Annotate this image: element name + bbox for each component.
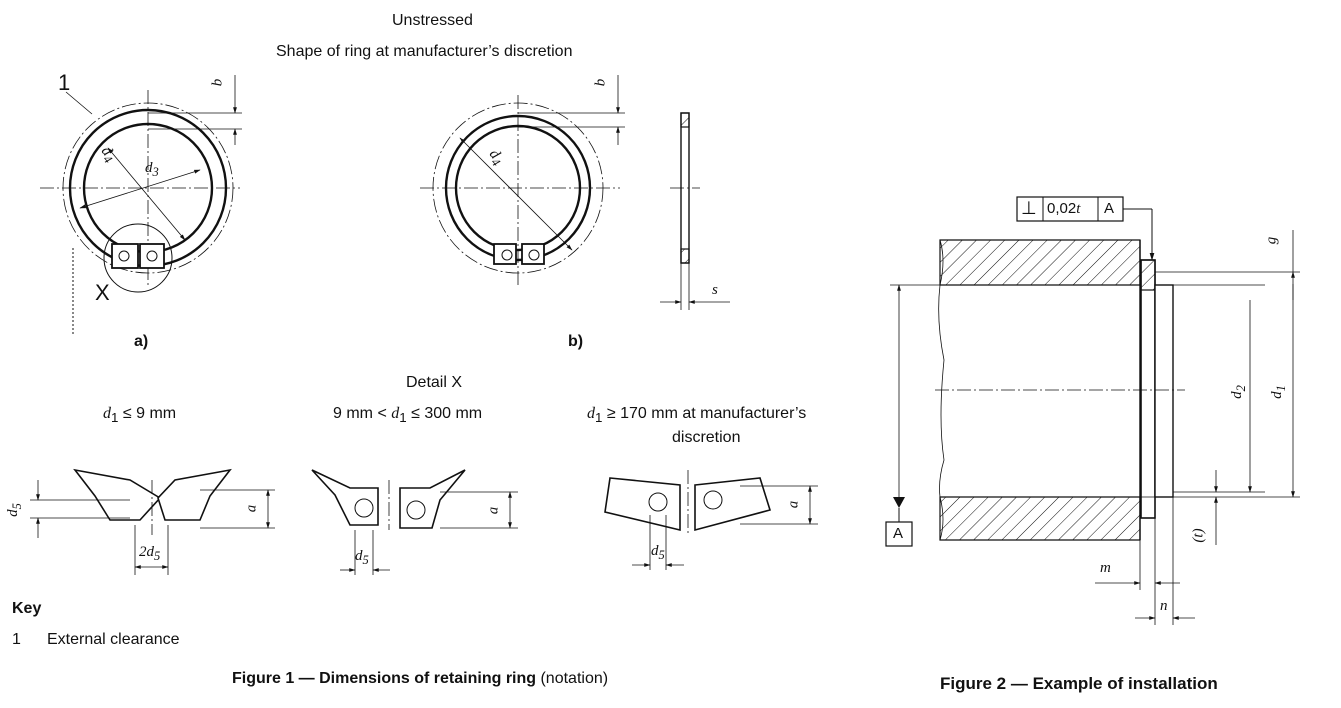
ref-x-label: X <box>95 280 110 305</box>
figure1-caption: Figure 1 — Dimensions of retaining ring … <box>232 670 609 687</box>
key-item-text: External clearance <box>47 631 180 648</box>
label-a: a) <box>134 333 149 350</box>
dim-n: n <box>1160 598 1168 614</box>
label-b: b) <box>568 333 584 350</box>
heading-unstressed: Unstressed <box>392 12 473 29</box>
dim-b-a: b <box>209 78 226 87</box>
figure2-caption: Figure 2 — Example of installation <box>940 674 1218 693</box>
detail-small-drawing <box>30 468 275 575</box>
tolerance-value: 0,02t <box>1047 200 1081 217</box>
key-item-num: 1 <box>12 631 21 648</box>
dim-b-b: b <box>592 78 609 87</box>
dim-m: m <box>1100 560 1111 576</box>
perpendicularity-icon: ⊥ <box>1021 198 1037 218</box>
dim-g: g <box>1263 236 1280 245</box>
ring-a-drawing <box>40 75 242 335</box>
detail-left-label: d1 ≤ 9 mm <box>103 405 177 426</box>
dim-a-mid: a <box>485 506 502 515</box>
detail-large-drawing <box>604 470 818 570</box>
detail-title: Detail X <box>406 374 463 391</box>
dim-t: (t) <box>1190 528 1207 543</box>
dim-s: s <box>712 282 718 298</box>
detail-medium-drawing <box>311 469 518 575</box>
ref-1-label: 1 <box>58 70 71 95</box>
dim-d5-left: d5 <box>4 503 24 517</box>
datum-box-a: A <box>893 525 904 542</box>
dim-2d5: 2d5 <box>139 544 161 563</box>
dim-d5-mid: d5 <box>355 548 369 567</box>
dim-d5-right: d5 <box>651 543 665 562</box>
ring-b-drawing <box>420 75 730 310</box>
dim-d2: d2 <box>1228 385 1248 399</box>
tolerance-datum: A <box>1104 200 1115 217</box>
detail-mid-label: 9 mm < d1 ≤ 300 mm <box>333 405 483 426</box>
installation-drawing <box>885 196 1300 625</box>
dim-d3-a: d3 <box>145 160 159 179</box>
dim-a-right: a <box>785 500 802 509</box>
detail-right-label: d1 ≥ 170 mm at manufacturer’s <box>587 405 807 426</box>
heading-shape: Shape of ring at manufacturer’s discreti… <box>276 43 573 60</box>
key-title: Key <box>12 600 42 617</box>
dim-a-left: a <box>243 504 260 513</box>
dim-d1: d1 <box>1268 385 1288 399</box>
detail-right-label-2: discretion <box>672 429 741 446</box>
